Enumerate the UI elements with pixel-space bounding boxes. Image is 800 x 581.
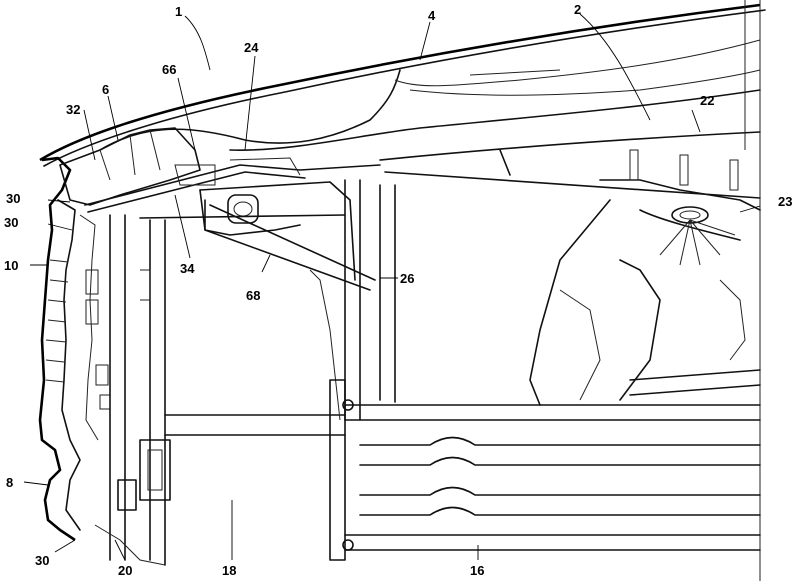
label-16: 16	[470, 563, 484, 578]
label-68: 68	[246, 288, 260, 303]
label-26: 26	[400, 271, 414, 286]
bumper-reinforcement	[329, 379, 761, 561]
label-30-lower: 30	[35, 553, 49, 568]
label-6: 6	[102, 82, 109, 97]
label-22: 22	[700, 93, 714, 108]
label-23: 23	[778, 194, 792, 209]
label-20: 20	[118, 563, 132, 578]
reference-labels: 1 2 4 6 8 10 16 18 20 22 23 24 26 30 30 …	[4, 2, 792, 578]
label-4: 4	[428, 8, 436, 23]
label-32: 32	[66, 102, 80, 117]
label-2: 2	[574, 2, 581, 17]
engine-components	[529, 149, 761, 406]
leader-lines	[23, 13, 761, 561]
front-bumper-fascia	[38, 156, 111, 542]
label-10: 10	[4, 258, 18, 273]
radiator-support	[199, 179, 396, 421]
label-1: 1	[175, 4, 182, 19]
label-30-middle: 30	[4, 215, 18, 230]
label-18: 18	[222, 563, 236, 578]
hood-panel	[39, 3, 766, 167]
radiator-core	[94, 214, 346, 566]
label-24: 24	[244, 40, 259, 55]
cowl-structure	[379, 0, 761, 581]
label-34: 34	[180, 261, 195, 276]
upper-bracket	[59, 127, 381, 213]
label-8: 8	[6, 475, 13, 490]
label-66: 66	[162, 62, 176, 77]
label-30-upper: 30	[6, 191, 20, 206]
